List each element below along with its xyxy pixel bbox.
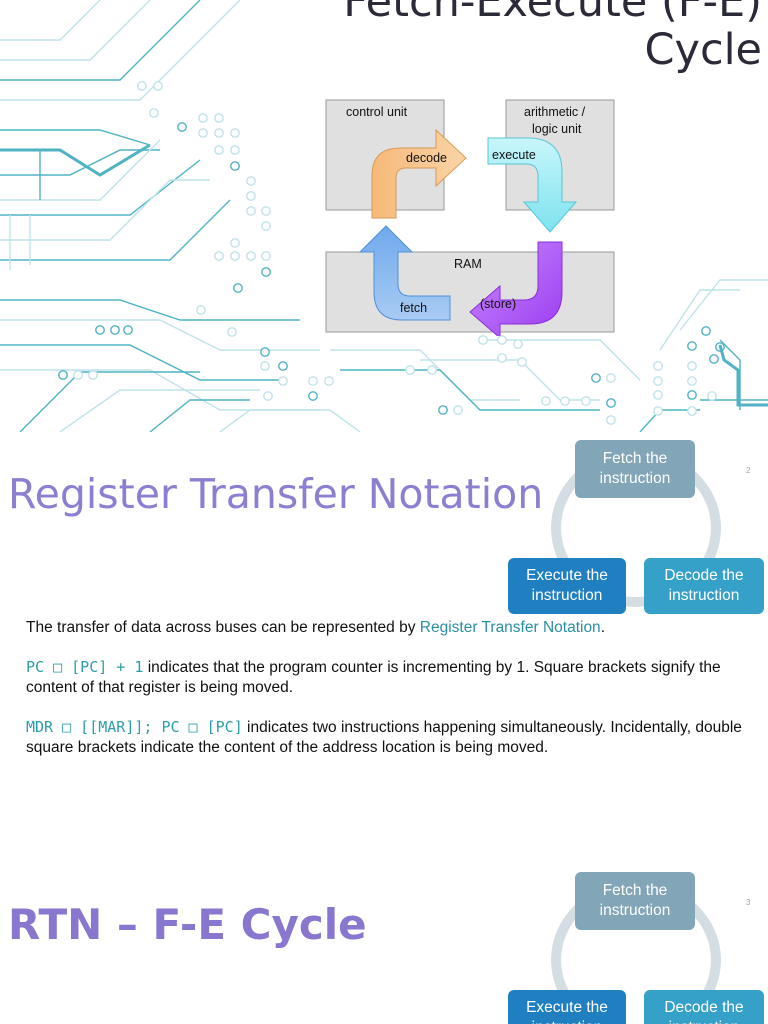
pc-explanation: indicates that the program counter is in… bbox=[26, 659, 721, 696]
slide-title: RTN – F-E Cycle bbox=[8, 900, 367, 949]
fde-cycle-diagram: Fetch the instruction Execute the instru… bbox=[505, 868, 765, 1024]
fetch-execute-diagram: control unit arithmetic / logic unit RAM… bbox=[325, 99, 615, 336]
intro-period: . bbox=[600, 619, 605, 636]
slide-title: Fetch-Execute (F-E) Cycle bbox=[343, 0, 762, 75]
mdr-explanation: indicates two instructions happening sim… bbox=[26, 719, 742, 756]
paragraph-intro: The transfer of data across buses can be… bbox=[26, 618, 746, 638]
rtn-link[interactable]: Register Transfer Notation bbox=[419, 619, 601, 636]
slide-rtn-fe-cycle: RTN – F-E Cycle 3 Fetch the instruction … bbox=[0, 864, 768, 1024]
fetch-box: Fetch the instruction bbox=[575, 440, 695, 498]
slide-body: The transfer of data across buses can be… bbox=[26, 618, 746, 777]
alu-label-line2: logic unit bbox=[532, 122, 582, 136]
rtn-code-pc: PC □ [PC] + 1 bbox=[26, 658, 144, 676]
slide-title: Register Transfer Notation bbox=[8, 470, 544, 518]
circuit-board-background bbox=[0, 0, 768, 432]
slide-register-transfer-notation: Register Transfer Notation 2 Fetch the i… bbox=[0, 432, 768, 864]
decode-label: decode bbox=[406, 151, 447, 165]
control-unit-label: control unit bbox=[346, 105, 408, 119]
execute-label: execute bbox=[492, 148, 536, 162]
execute-box: Execute the instruction bbox=[508, 558, 626, 614]
store-label: (store) bbox=[480, 297, 516, 311]
execute-arrow bbox=[487, 137, 578, 233]
decode-box: Decode the instruction bbox=[644, 558, 764, 614]
rtn-code-mdr: MDR □ [[MAR]]; PC □ [PC] bbox=[26, 718, 243, 736]
execute-box: Execute the instruction bbox=[508, 990, 626, 1024]
intro-text: The transfer of data across buses can be… bbox=[26, 619, 420, 636]
paragraph-mdr: MDR □ [[MAR]]; PC □ [PC] indicates two i… bbox=[26, 717, 746, 758]
fetch-label: fetch bbox=[400, 301, 427, 315]
paragraph-pc-increment: PC □ [PC] + 1 indicates that the program… bbox=[26, 657, 746, 698]
ram-label: RAM bbox=[454, 257, 482, 271]
fetch-arrow bbox=[358, 225, 451, 321]
slide-number: 2 bbox=[746, 466, 751, 475]
fetch-box: Fetch the instruction bbox=[575, 872, 695, 930]
store-arrow bbox=[469, 241, 563, 336]
slide-fetch-execute: Fetch-Execute (F-E) Cycle control unit a… bbox=[0, 0, 768, 432]
alu-label-line1: arithmetic / bbox=[524, 105, 586, 119]
decode-box: Decode the instruction bbox=[644, 990, 764, 1024]
fde-cycle-diagram: Fetch the instruction Execute the instru… bbox=[505, 436, 765, 616]
decode-arrow bbox=[371, 128, 467, 219]
slide-number: 3 bbox=[746, 898, 751, 907]
